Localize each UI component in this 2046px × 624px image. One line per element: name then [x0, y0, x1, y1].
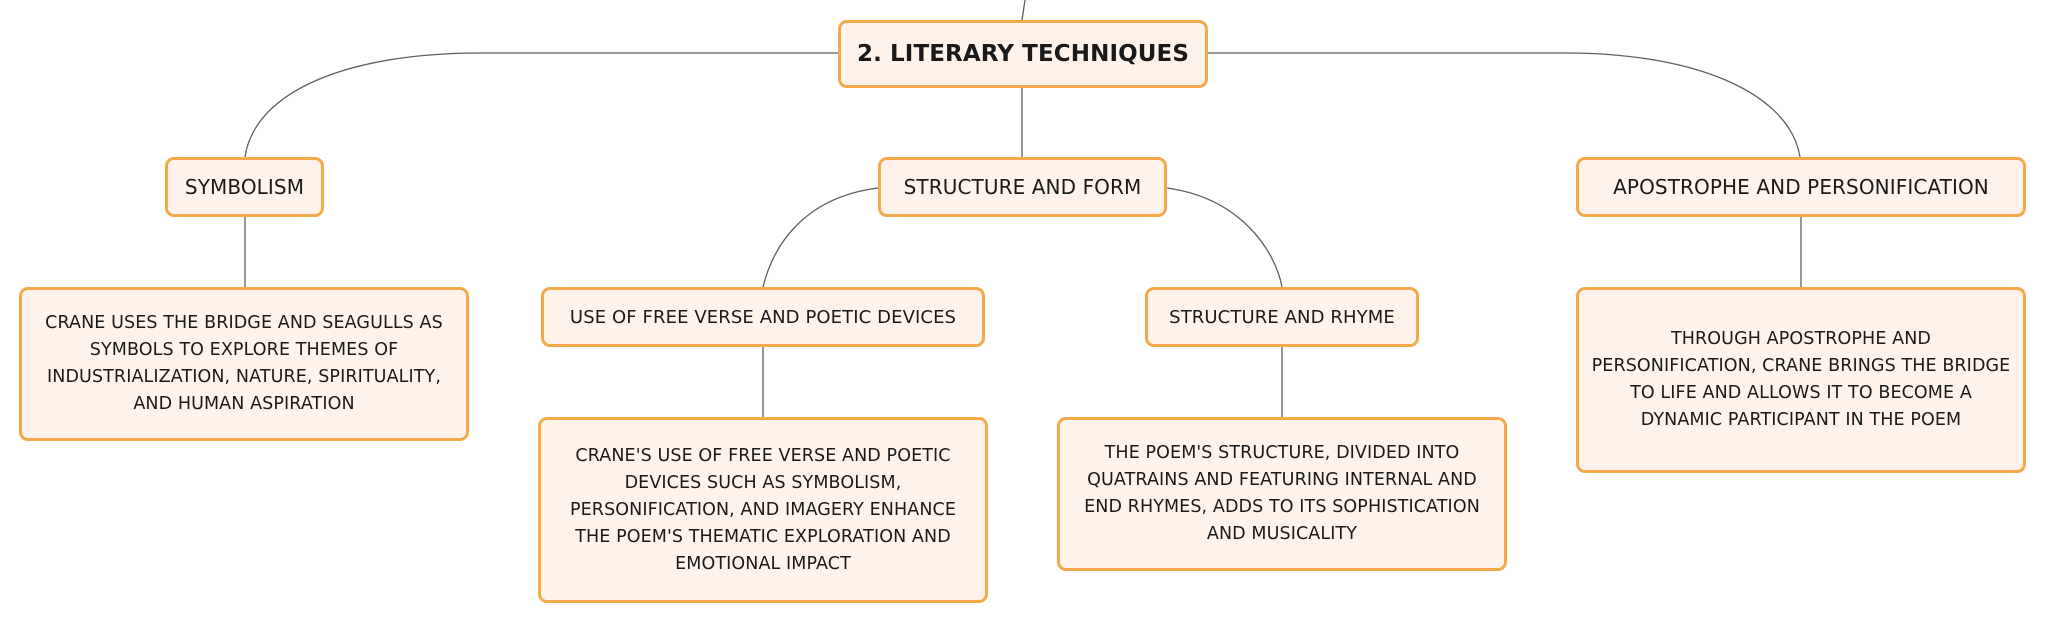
root-node-label: 2. LITERARY TECHNIQUES: [856, 41, 1190, 67]
free-verse-description-text: CRANE'S USE OF FREE VERSE AND POETIC DEV…: [570, 445, 956, 574]
free-verse-node-label: USE OF FREE VERSE AND POETIC DEVICES: [569, 306, 957, 328]
structure-and-rhyme-node[interactable]: STRUCTURE AND RHYME: [1145, 287, 1419, 347]
apostrophe-node[interactable]: APOSTROPHE AND PERSONIFICATION: [1576, 157, 2026, 217]
symbolism-description-node[interactable]: CRANE USES THE BRIDGE AND SEAGULLS AS SY…: [19, 287, 469, 441]
symbolism-node[interactable]: SYMBOLISM: [165, 157, 324, 217]
structure-and-form-node-label: STRUCTURE AND FORM: [903, 175, 1142, 199]
symbolism-description-text: CRANE USES THE BRIDGE AND SEAGULLS AS SY…: [45, 313, 443, 414]
structure-and-rhyme-node-label: STRUCTURE AND RHYME: [1169, 306, 1395, 328]
apostrophe-description-text: THROUGH APOSTROPHE AND PERSONIFICATION, …: [1591, 329, 2011, 430]
connector-root-to-apostrophe: [1208, 52, 1801, 158]
connector-root-to-symbolism: [244, 52, 838, 158]
structure-and-form-node[interactable]: STRUCTURE AND FORM: [878, 157, 1167, 217]
connector-structure-to-free-verse: [762, 187, 879, 288]
apostrophe-description-node[interactable]: THROUGH APOSTROPHE AND PERSONIFICATION, …: [1576, 287, 2026, 473]
free-verse-node[interactable]: USE OF FREE VERSE AND POETIC DEVICES: [541, 287, 985, 347]
free-verse-description-node[interactable]: CRANE'S USE OF FREE VERSE AND POETIC DEV…: [538, 417, 988, 603]
symbolism-node-label: SYMBOLISM: [184, 175, 305, 199]
connector-parent-to-root: [1021, 0, 1026, 21]
structure-and-rhyme-description-text: THE POEM'S STRUCTURE, DIVIDED INTO QUATR…: [1084, 443, 1480, 544]
root-node[interactable]: 2. LITERARY TECHNIQUES: [838, 20, 1208, 88]
structure-and-rhyme-description-node[interactable]: THE POEM'S STRUCTURE, DIVIDED INTO QUATR…: [1057, 417, 1507, 571]
connector-structure-to-rhyme: [1166, 187, 1283, 288]
apostrophe-node-label: APOSTROPHE AND PERSONIFICATION: [1613, 175, 1989, 199]
